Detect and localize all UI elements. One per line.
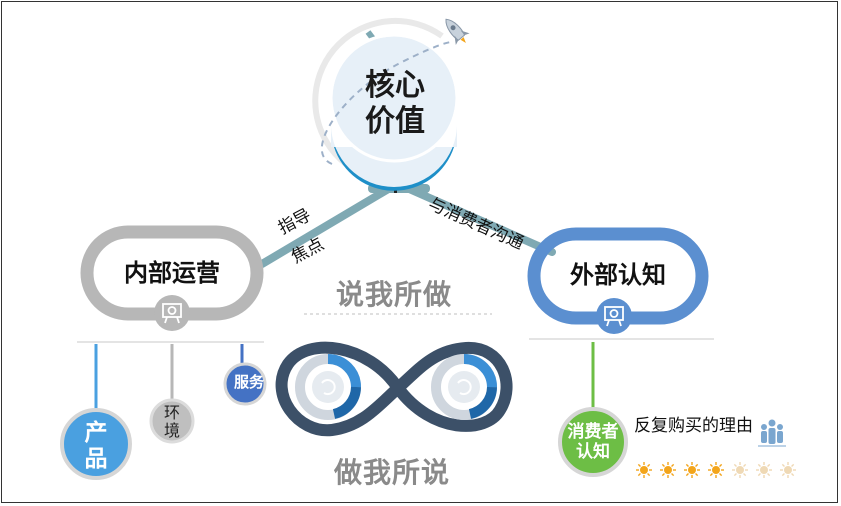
- internal-title: 内部运营: [124, 259, 220, 287]
- core-line-1: 核心: [365, 68, 425, 103]
- sun-icon-filled: [636, 462, 652, 478]
- internal-presentation-badge: [154, 295, 190, 331]
- core-title: 核心 价值: [335, 68, 455, 140]
- product-circle: [60, 408, 132, 480]
- external-title: 外部认知: [570, 261, 666, 289]
- core-orbit-dashed: [320, 41, 453, 165]
- connector-right: [403, 184, 556, 256]
- consumer-label: 消费者认知: [567, 422, 619, 463]
- service-circle: [223, 362, 267, 406]
- rating-suns: [636, 462, 796, 478]
- sun-icon-filled: [708, 462, 724, 478]
- environment-circle: [149, 398, 195, 444]
- rocket-icon: [445, 18, 470, 45]
- sun-icon-filled: [684, 462, 700, 478]
- refresh-icon-left: [321, 379, 336, 396]
- consumer-circle: [558, 407, 628, 477]
- core-line-2: 价值: [365, 104, 425, 139]
- external-presentation-badge: [596, 298, 632, 334]
- sun-icon-empty: [732, 462, 748, 478]
- sun-icon-filled: [660, 462, 676, 478]
- sun-icon-empty: [756, 462, 772, 478]
- presentation-icon: [162, 303, 182, 324]
- reason-label: 反复购买的理由: [634, 416, 753, 436]
- loop-bottom-label: 做我所说: [334, 456, 451, 489]
- connector-left: [258, 184, 394, 268]
- product-label: 产品: [84, 420, 108, 473]
- loop-top-label: 说我所做: [336, 278, 453, 311]
- sun-icon-empty: [780, 462, 796, 478]
- people-icon: [758, 419, 786, 447]
- service-label: 服务: [234, 374, 265, 391]
- presentation-icon-external: [604, 306, 624, 327]
- environment-label: 环境: [163, 403, 180, 440]
- infinity-loop: [275, 341, 513, 437]
- refresh-icon-right: [457, 379, 472, 396]
